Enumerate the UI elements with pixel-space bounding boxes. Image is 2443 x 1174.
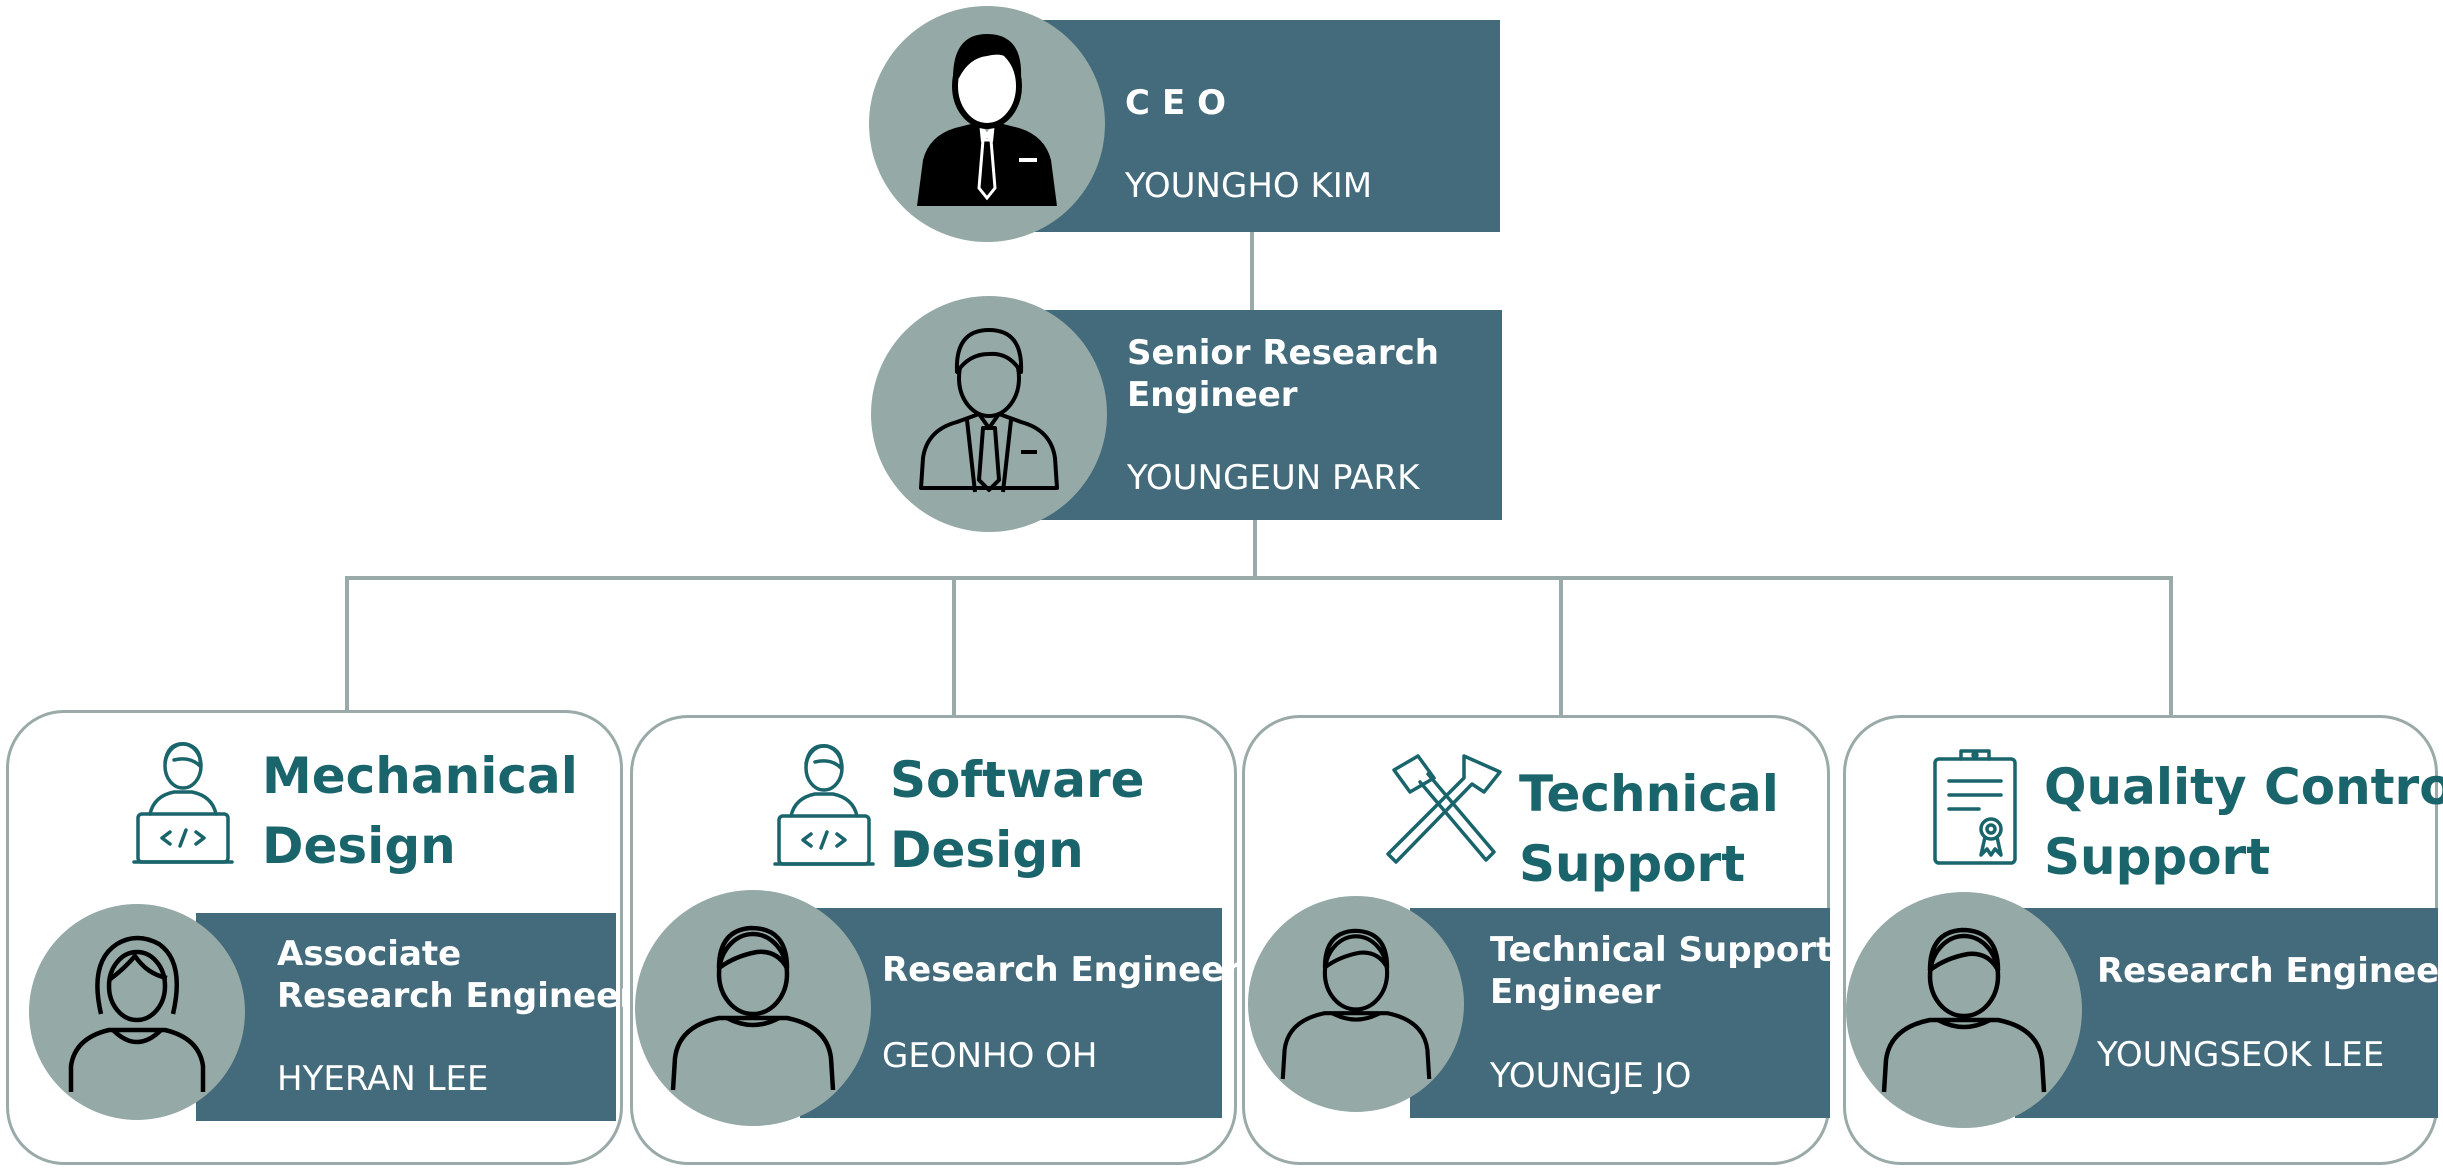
ceo-title: CEO (1125, 83, 1239, 123)
member-role-line2: Engineer (1490, 972, 1661, 1012)
ceo-name: YOUNGHO KIM (1125, 166, 1373, 206)
connector-drop-4 (2169, 576, 2173, 716)
member-name: YOUNGJE JO (1490, 1056, 1692, 1096)
businessman-outline-icon (919, 328, 1059, 493)
senior-title-line1: Senior Research (1127, 333, 1439, 373)
businessman-icon (917, 34, 1057, 206)
department-title-line2: Design (262, 817, 456, 875)
laptop-developer-icon (128, 736, 238, 871)
member-bar: Technical Support Engineer YOUNGJE JO (1410, 908, 1833, 1118)
member-bar: Associate Research Engineer HYERAN LEE (196, 913, 636, 1121)
member-role-line1: Research Engineer (882, 950, 1241, 990)
member-role-line2: Research Engineer (277, 976, 636, 1016)
member-name: GEONHO OH (882, 1036, 1098, 1076)
connector-ceo-senior (1250, 232, 1254, 312)
crossed-hammers-icon (1374, 748, 1510, 868)
department-title-line1: Quality Control (2044, 758, 2443, 816)
member-avatar (635, 890, 871, 1126)
connector-drop-1 (345, 576, 349, 716)
connector-senior-down (1253, 520, 1257, 578)
member-role-line1: Associate (277, 934, 462, 974)
member-avatar (1248, 896, 1464, 1112)
member-role-line1: Technical Support (1490, 930, 1833, 970)
senior-bar: Senior Research Engineer YOUNGEUN PARK (1030, 310, 1502, 520)
department-title-line2: Design (890, 821, 1084, 879)
member-name: YOUNGSEOK LEE (2097, 1035, 2385, 1075)
member-avatar (29, 904, 245, 1120)
member-avatar (1846, 892, 2082, 1128)
department-title-line1: Mechanical (262, 747, 578, 805)
ceo-avatar (869, 6, 1105, 242)
laptop-developer-icon (769, 738, 879, 873)
man-icon (670, 925, 836, 1091)
connector-horizontal (345, 576, 2173, 580)
woman-icon (68, 935, 206, 1092)
man-icon (1280, 928, 1432, 1080)
member-name: HYERAN LEE (277, 1059, 489, 1099)
connector-drop-2 (952, 576, 956, 716)
ceo-bar: CEO YOUNGHO KIM (1030, 20, 1500, 232)
certificate-clipboard-icon (1929, 745, 2021, 867)
member-bar: Research Engineer YOUNGSEOK LEE (2015, 908, 2443, 1118)
member-role-line1: Research Engineer (2097, 951, 2443, 991)
senior-avatar (871, 296, 1107, 532)
department-title-line1: Software (890, 751, 1145, 809)
man-icon (1881, 927, 2047, 1093)
department-title-line1: Technical (1519, 765, 1779, 823)
senior-name: YOUNGEUN PARK (1127, 458, 1420, 498)
connector-drop-3 (1559, 576, 1563, 716)
senior-title-line2: Engineer (1127, 375, 1298, 415)
department-title-line2: Support (1519, 835, 1746, 893)
department-title-line2: Support (2044, 828, 2271, 886)
